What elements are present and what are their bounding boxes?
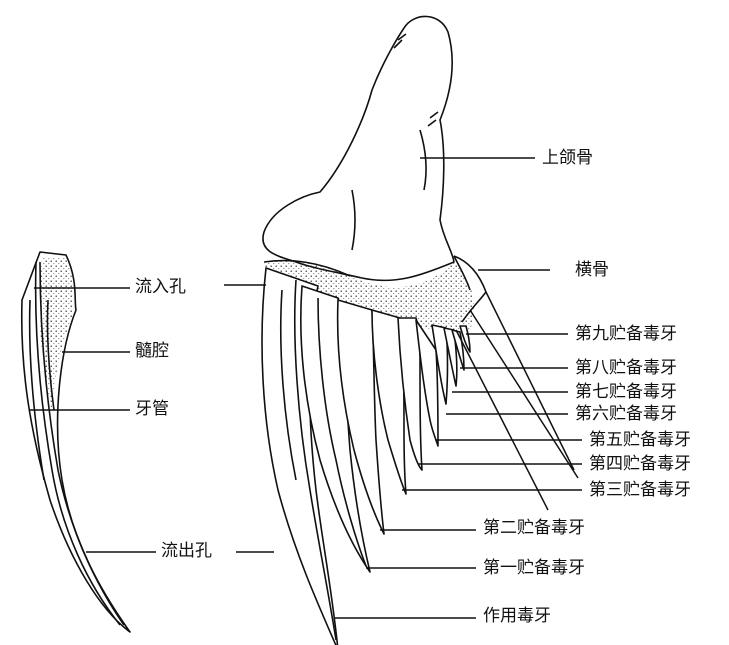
label-tooth-canal: 牙管 [134, 401, 170, 418]
label-reserve-fang-5: 第五贮备毒牙 [588, 432, 692, 449]
label-inflow-hole: 流入孔 [134, 279, 187, 296]
sectioned-fang-illustration [22, 252, 130, 632]
label-outflow-hole: 流出孔 [160, 543, 213, 560]
label-pulp-cavity: 髓腔 [134, 343, 170, 360]
leader-line-diagonal-c [456, 330, 548, 510]
label-maxilla: 上颌骨 [541, 150, 594, 167]
label-reserve-fang-2: 第二贮备毒牙 [482, 520, 586, 537]
maxilla-bone-outline [263, 16, 454, 280]
label-reserve-fang-8: 第八贮备毒牙 [574, 360, 678, 377]
label-reserve-fang-4: 第四贮备毒牙 [588, 456, 692, 473]
label-functional-fang: 作用毒牙 [482, 608, 552, 625]
maxilla-fang-illustration [262, 16, 486, 645]
label-reserve-fang-7: 第七贮备毒牙 [574, 384, 678, 401]
leader-line-diagonal-b [470, 310, 578, 478]
label-reserve-fang-9: 第九贮备毒牙 [574, 326, 678, 343]
label-reserve-fang-1: 第一贮备毒牙 [482, 560, 586, 577]
label-reserve-fang-6: 第六贮备毒牙 [574, 406, 678, 423]
leader-line-diagonal-a [486, 292, 574, 470]
label-transverse-bone: 横骨 [574, 262, 610, 279]
label-reserve-fang-3: 第三贮备毒牙 [588, 482, 692, 499]
